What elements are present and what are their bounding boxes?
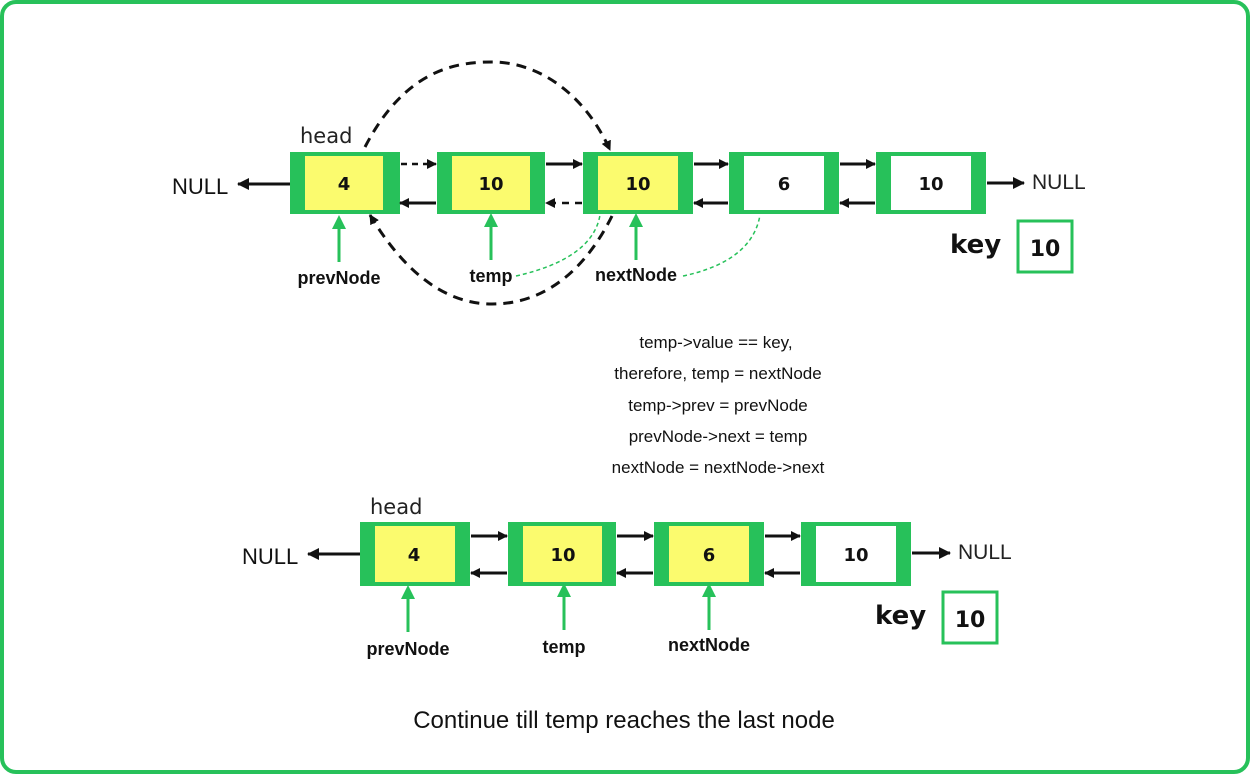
- step2-node-3-value: 10: [843, 545, 868, 566]
- step2-node-3-data: [816, 526, 896, 582]
- step2-node-1: 10: [508, 522, 616, 586]
- step2-node-2-value: 6: [703, 545, 716, 566]
- step1-node-4-data: [891, 156, 971, 210]
- step1-curve-top: [363, 60, 612, 151]
- step2-head-label: head: [370, 495, 422, 519]
- step1-node-3: 6: [729, 152, 839, 214]
- step2-key-label: key: [875, 601, 926, 631]
- step2-node-0-value: 4: [408, 545, 421, 566]
- explanation-block: temp->value == key, therefore, temp = ne…: [612, 333, 825, 477]
- step2-prev-pointer-label: prevNode: [366, 639, 449, 659]
- step2-key-value: 10: [955, 608, 986, 633]
- step2-node-0-data: [375, 526, 455, 582]
- explanation-line-1: therefore, temp = nextNode: [614, 364, 821, 383]
- step1-temp-pointer-label: temp: [469, 266, 512, 286]
- caption: Continue till temp reaches the last node: [413, 707, 835, 734]
- explanation-line-3: prevNode->next = temp: [629, 427, 808, 446]
- step1-key-value: 10: [1030, 237, 1061, 262]
- step2-node-2: 6: [654, 522, 764, 586]
- step1-node-2: 10: [583, 152, 693, 214]
- explanation-line-0: temp->value == key,: [639, 333, 792, 352]
- step1-node-2-value: 10: [625, 174, 650, 195]
- step2-null-left: NULL: [242, 544, 298, 569]
- step2-node-1-data: [523, 526, 602, 582]
- step1-node-1-data: [452, 156, 530, 210]
- step1-node-2-data: [598, 156, 678, 210]
- step2-node-0: 4: [360, 522, 470, 586]
- step2-next-pointer-label: nextNode: [668, 635, 750, 655]
- step1-key-box: [1016, 219, 1074, 274]
- step2-node-1-value: 10: [550, 545, 575, 566]
- explanation-line-4: nextNode = nextNode->next: [612, 458, 825, 477]
- step1-temp-move-curve: [515, 214, 601, 277]
- step1-node-4: 10: [876, 152, 986, 214]
- step1-node-0-data: [305, 156, 383, 210]
- step1-node-3-value: 6: [778, 174, 791, 195]
- step1-node-3-data: [744, 156, 824, 210]
- explanation-line-2: temp->prev = prevNode: [628, 396, 808, 415]
- step1-node-1-value: 10: [478, 174, 503, 195]
- step1-head-label: head: [300, 124, 352, 148]
- step1-null-left: NULL: [172, 174, 228, 199]
- step1-null-right: NULL: [1032, 171, 1086, 194]
- step2-list: NULL head 4 10 6 10 NULL: [242, 495, 1012, 659]
- step1-node-0: 4: [290, 152, 400, 214]
- step1-curve-bottom: [368, 214, 614, 306]
- step1-next-move-curve: [682, 214, 761, 277]
- step2-node-2-data: [669, 526, 749, 582]
- step1-node-0-value: 4: [338, 174, 351, 195]
- step1-next-pointer-label: nextNode: [595, 265, 677, 285]
- step2-key-box: [941, 590, 999, 645]
- step2-null-right: NULL: [958, 541, 1012, 564]
- step1-prev-pointer-label: prevNode: [297, 268, 380, 288]
- step2-node-3: 10: [801, 522, 911, 586]
- step2-temp-pointer-label: temp: [542, 637, 585, 657]
- step1-list: NULL head 4 10 10 6 10: [172, 60, 1086, 306]
- step1-node-4-value: 10: [918, 174, 943, 195]
- step1-node-1: 10: [437, 152, 545, 214]
- step1-key-label: key: [950, 230, 1001, 260]
